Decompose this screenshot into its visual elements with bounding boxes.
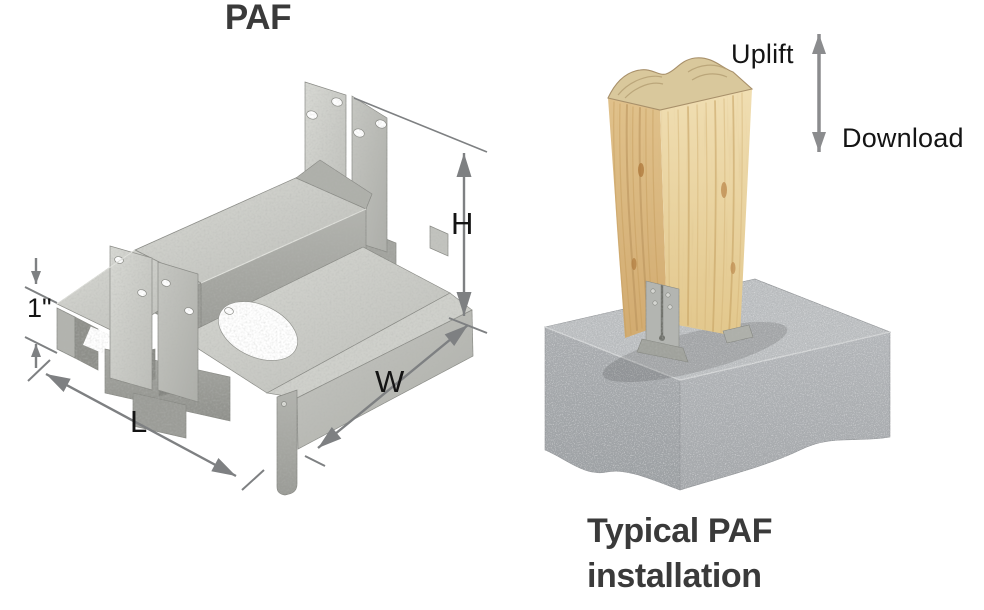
post-top-end-grain xyxy=(607,57,754,111)
nail-hole xyxy=(161,279,171,287)
screw-head xyxy=(650,288,656,294)
anchor-slot xyxy=(218,301,298,361)
connector-slot-end xyxy=(659,335,665,341)
bracket-front-foot xyxy=(276,389,298,496)
left-figure-caption: PAF xyxy=(224,0,292,37)
wood-post xyxy=(607,57,754,338)
wood-knot xyxy=(638,163,644,177)
nail-hole xyxy=(306,110,318,120)
paf-bracket-illustration xyxy=(56,81,474,496)
dim-tick-corner xyxy=(448,317,488,334)
wood-grain-lines xyxy=(613,92,743,337)
nail-hole xyxy=(375,119,387,129)
concrete-front-right-face xyxy=(679,331,891,491)
bracket-gusset-tab xyxy=(295,159,373,210)
nail-hole xyxy=(353,128,365,138)
wood-knot xyxy=(721,182,727,198)
bracket-notch xyxy=(82,326,112,354)
dim-tick-length-bottom xyxy=(241,469,265,491)
installed-paf-connector xyxy=(636,280,754,363)
dim-label-width: W xyxy=(375,364,405,399)
dim-label-standoff: 1" xyxy=(27,293,52,323)
dim-ext-standoff-top xyxy=(24,286,58,304)
bracket-front-strap xyxy=(109,245,153,391)
end-grain-rings xyxy=(617,64,728,99)
nail-hole xyxy=(331,97,343,107)
concrete-front-left-face xyxy=(544,326,681,491)
uplift-label: Uplift xyxy=(731,39,794,69)
dim-line-length xyxy=(45,372,237,478)
connector-pad xyxy=(722,324,754,344)
dim-ext-standoff-bottom xyxy=(24,336,58,354)
post-left-face xyxy=(608,98,667,338)
dimension-lines xyxy=(24,97,488,491)
dim-label-height: H xyxy=(451,206,474,241)
nail-hole xyxy=(137,289,147,297)
connector-foot xyxy=(636,338,689,363)
nail-hole xyxy=(224,307,234,315)
right-figure-caption-line2: installation xyxy=(587,557,762,595)
rivet xyxy=(281,401,287,407)
post-right-face xyxy=(660,89,752,337)
dim-tick-width-bottom xyxy=(304,455,326,467)
bracket-standoff-lip xyxy=(56,307,76,359)
wood-knot xyxy=(631,258,637,270)
wood-knot xyxy=(730,262,736,274)
nail-hole xyxy=(184,307,194,315)
dim-ext-height-top xyxy=(353,97,488,153)
download-label: Download xyxy=(842,123,964,153)
screw-head xyxy=(667,304,673,310)
right-figure-caption: Typical PAF installation xyxy=(587,509,773,599)
screw-head xyxy=(652,300,658,306)
bracket-flange-tab xyxy=(429,225,449,257)
dim-line-width xyxy=(317,324,469,449)
dim-tick-length-top xyxy=(27,359,51,382)
dim-label-length: L xyxy=(130,404,148,439)
installation-illustration xyxy=(543,57,892,491)
screw-head xyxy=(665,292,671,298)
nail-hole xyxy=(114,256,124,264)
right-figure-caption-line1: Typical PAF xyxy=(587,512,773,550)
